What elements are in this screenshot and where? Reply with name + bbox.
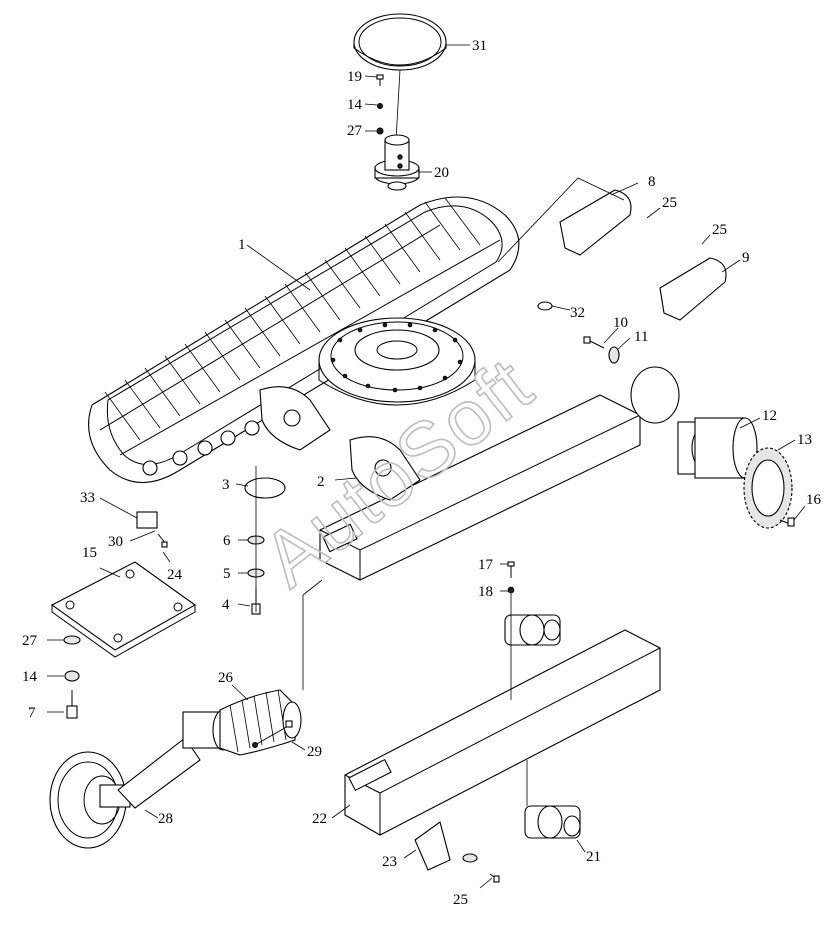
frame-motor-mount: [630, 366, 680, 424]
callout-27-top: 27: [347, 123, 363, 139]
part-25-washer-lower: [462, 853, 478, 863]
part-3-plate: [244, 477, 286, 499]
part-1-track-assembly: [88, 196, 520, 483]
part-23-guard-bracket: [414, 821, 451, 871]
callout-6: 6: [223, 533, 231, 549]
part-25-bolt-lower: [489, 873, 500, 883]
carrier-roller-upper: [504, 614, 561, 646]
callout-20: 20: [434, 165, 449, 181]
callout-4: 4: [222, 597, 230, 613]
part-28-idler-wheel: [49, 737, 201, 849]
part-11-seal: [608, 346, 620, 364]
callout-28: 28: [158, 811, 173, 827]
leader-lines: [47, 44, 806, 889]
callout-11: 11: [634, 329, 648, 345]
callout-9: 9: [742, 250, 750, 266]
callout-25-upper: 25: [662, 195, 677, 211]
part-33-block: [136, 511, 158, 529]
callout-32: 32: [570, 305, 585, 321]
callout-21: 21: [586, 849, 601, 865]
part-24-bolt: [157, 533, 168, 548]
callout-16: 16: [806, 492, 822, 508]
part-20-center-joint: [374, 134, 420, 191]
callout-19: 19: [347, 69, 362, 85]
callout-8: 8: [648, 174, 656, 190]
part-8-cover-plate: [559, 189, 632, 256]
callout-17: 17: [478, 557, 494, 573]
part-14-washer-top: [377, 103, 383, 109]
part-29-bolt: [252, 720, 293, 748]
part-10-bolt: [583, 336, 605, 349]
callout-15: 15: [82, 545, 97, 561]
callout-10: 10: [613, 315, 628, 331]
part-17-bolt: [507, 561, 515, 578]
callout-27: 27: [22, 633, 38, 649]
part-27-washer: [63, 635, 81, 645]
callout-31: 31: [472, 38, 487, 54]
callout-33: 33: [80, 490, 95, 506]
part-21-track-roller: [524, 805, 581, 839]
callout-2: 2: [317, 474, 325, 490]
part-15-mount-plate: [50, 561, 197, 658]
callout-5: 5: [223, 566, 231, 582]
frame-side-beam-upper: [319, 394, 641, 581]
part-7-bolt: [66, 690, 78, 719]
callout-1: 1: [238, 237, 246, 253]
part-19-bolt: [376, 74, 384, 86]
part-2-pivot-bracket: [259, 386, 421, 501]
part-16-bolt: [779, 517, 795, 527]
callout-12: 12: [762, 408, 777, 424]
callout-7: 7: [28, 705, 36, 721]
callout-30: 30: [108, 534, 123, 550]
part-14-nut: [64, 670, 80, 682]
callout-29: 29: [307, 744, 322, 760]
part-13-sprocket: [743, 447, 793, 529]
callout-3: 3: [222, 477, 230, 493]
callout-26: 26: [218, 670, 234, 686]
part-26-recoil-spring: [182, 689, 302, 756]
callout-13: 13: [797, 432, 812, 448]
part-9-cover-plate: [659, 257, 727, 321]
part-31-cover-disc: [353, 13, 447, 71]
callout-25-right: 25: [712, 222, 727, 238]
callout-25-lower: 25: [453, 892, 468, 908]
callout-labels: 31 19 14 27 20 1 8 25 25 9 32 10 11 12 1…: [22, 38, 822, 908]
part-12-travel-motor: [677, 417, 758, 479]
part-22-track-frame: [344, 629, 661, 836]
part-27-washer-top: [376, 127, 384, 135]
callout-14: 14: [22, 669, 38, 685]
part-18-washer: [507, 586, 515, 594]
callout-24: 24: [167, 567, 183, 583]
callout-22: 22: [312, 811, 327, 827]
frame-center-ring: [318, 317, 476, 406]
callout-14-top: 14: [347, 97, 363, 113]
callout-23: 23: [382, 854, 397, 870]
track-rollers: [142, 420, 260, 476]
part-32-washer: [537, 301, 553, 311]
callout-18: 18: [478, 584, 493, 600]
